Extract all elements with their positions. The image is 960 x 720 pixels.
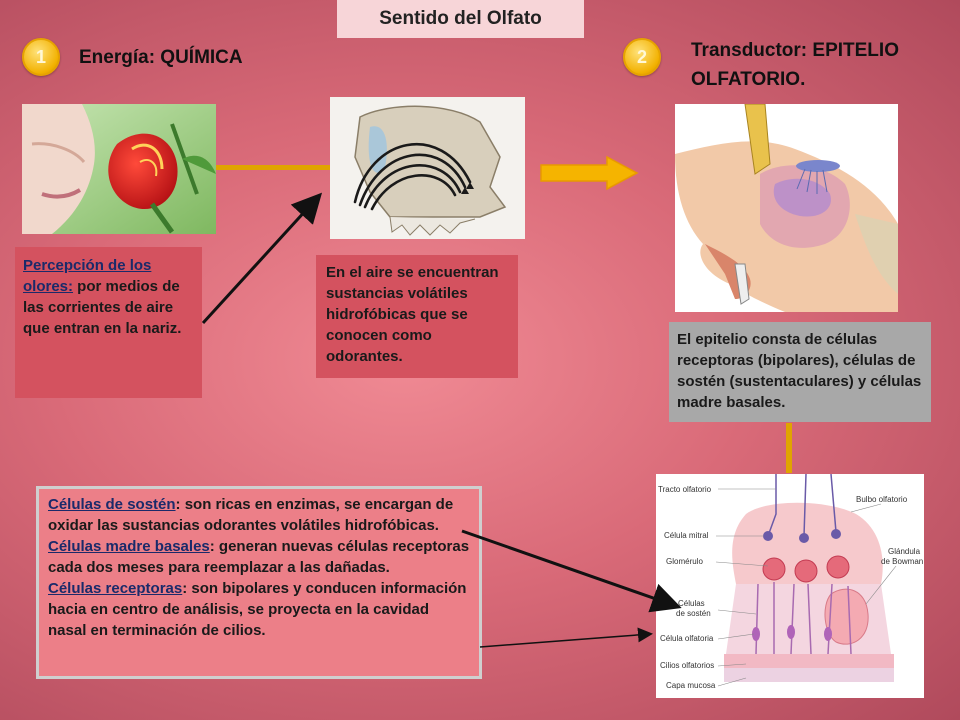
epitelio-text: El epitelio consta de células receptoras… (677, 331, 922, 411)
label-olfatoria: Célula olfatoria (660, 634, 714, 643)
step-2-heading-line1: Transductor: EPITELIO (691, 40, 899, 61)
connector-line-vertical (786, 423, 792, 473)
nasal-airflow-diagram (330, 97, 525, 239)
label-mucosa: Capa mucosa (666, 681, 716, 690)
madre-text: : generan nuevas células receptoras cada… (48, 538, 470, 576)
step-1-badge: 1 (22, 38, 60, 76)
epitelio-box: El epitelio consta de células receptoras… (669, 322, 931, 422)
label-glandula-2: de Bowman (881, 557, 923, 566)
receptoras-term: Células receptoras (48, 580, 183, 597)
olfactory-epithelium-diagram: Tracto olfatorio Bulbo olfatorio Célula … (656, 474, 924, 698)
label-sosten-2: de sostén (676, 609, 711, 618)
label-cilios: Cilios olfatorios (660, 661, 714, 670)
aire-box: En el aire se encuentran sustancias volá… (316, 255, 518, 378)
label-glandula-1: Glándula (888, 547, 921, 556)
celulas-box: Células de sostén: son ricas en enzimas,… (36, 486, 482, 679)
madre-term: Células madre basales (48, 538, 210, 555)
percepcion-term: Percepción de los olores: (23, 257, 152, 295)
label-mitral: Célula mitral (664, 531, 709, 540)
step-1-heading: Energía: QUÍMICA (79, 47, 243, 68)
aire-text: En el aire se encuentran sustancias volá… (326, 264, 499, 365)
sosten-term: Células de sostén (48, 496, 176, 513)
label-bulbo: Bulbo olfatorio (856, 495, 908, 504)
sosten-text: : son ricas en enzimas, se encargan de o… (48, 496, 454, 534)
step-2-heading: Transductor: EPITELIO OLFATORIO. (691, 36, 899, 94)
smelling-flower-photo (22, 104, 216, 234)
page-title: Sentido del Olfato (337, 0, 584, 38)
yellow-arrow-icon (540, 155, 639, 191)
arrow-sosten-to-diagram (461, 529, 682, 613)
percepcion-text: por medios de las corrientes de aire que… (23, 278, 182, 337)
label-glomerulo: Glomérulo (666, 557, 703, 566)
nose-cross-section-diagram (675, 104, 898, 312)
arrow-percepcion-to-airflow (201, 192, 323, 325)
connector-line (216, 165, 330, 170)
receptoras-text: : son bipolares y conducen información h… (48, 580, 467, 639)
percepcion-box: Percepción de los olores: por medios de … (15, 247, 202, 398)
step-2-badge: 2 (623, 38, 661, 76)
label-tracto: Tracto olfatorio (658, 485, 712, 494)
label-sosten-1: Células (678, 599, 705, 608)
step-2-heading-line2: OLFATORIO. (691, 69, 806, 90)
arrow-receptoras-to-diagram (479, 627, 653, 648)
